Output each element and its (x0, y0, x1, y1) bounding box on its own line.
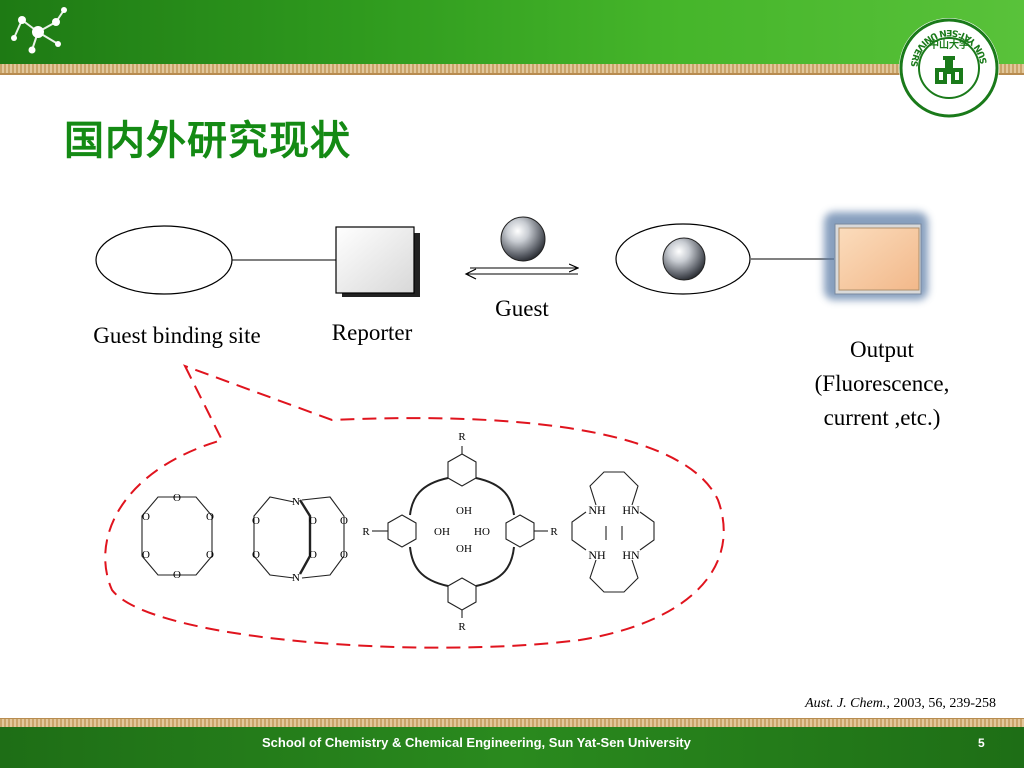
svg-text:O: O (173, 492, 181, 504)
calixarene-structure: R R R R OH OH OH HO (362, 431, 558, 633)
citation-details: 2003, 56, 239-258 (889, 696, 996, 711)
guest-sphere (500, 216, 546, 262)
svg-text:R: R (458, 431, 466, 443)
citation: Aust. J. Chem., 2003, 56, 239-258 (805, 696, 996, 712)
crown-ether-structure: O O O O O O (141, 492, 214, 581)
svg-text:O: O (252, 549, 260, 561)
label-guest: Guest (495, 296, 549, 321)
svg-text:O: O (206, 549, 214, 561)
header-stripe-line (0, 73, 1024, 75)
svg-text:N: N (292, 572, 300, 584)
svg-text:O: O (142, 549, 150, 561)
svg-text:HN: HN (622, 548, 640, 562)
seal-building-icon (935, 56, 963, 84)
label-output-line-1: Output (850, 337, 915, 362)
svg-text:OH: OH (434, 526, 450, 538)
header-band (0, 0, 1024, 64)
header-stripe (0, 64, 1024, 73)
reporter-box (335, 226, 420, 297)
label-output-line-2: (Fluorescence, (815, 371, 950, 396)
svg-text:O: O (173, 569, 181, 581)
footer-band (0, 727, 1024, 768)
reverse-arrow (464, 268, 578, 280)
label-binding-site: Guest binding site (93, 323, 260, 348)
svg-text:R: R (550, 526, 558, 538)
svg-text:O: O (309, 549, 317, 561)
molecule-icon (11, 7, 67, 54)
citation-journal: Aust. J. Chem., (805, 696, 890, 711)
footer-institution: School of Chemistry & Chemical Engineeri… (262, 735, 691, 750)
svg-text:O: O (206, 511, 214, 523)
seal-inner-ring (918, 37, 980, 99)
svg-text:O: O (252, 515, 260, 527)
seal-text-chinese: 中山大学 (929, 38, 969, 51)
svg-text:OH: OH (456, 543, 472, 555)
svg-text:R: R (458, 621, 466, 633)
svg-text:O: O (309, 515, 317, 527)
svg-text:R: R (362, 526, 370, 538)
cryptand-structure: N N O O O O O O (252, 496, 348, 584)
svg-text:HO: HO (474, 526, 490, 538)
svg-text:O: O (142, 511, 150, 523)
svg-text:N: N (292, 496, 300, 508)
output-box (824, 212, 928, 300)
page-number: 5 (978, 736, 985, 750)
bound-guest-sphere (662, 237, 706, 281)
svg-text:NH: NH (588, 503, 606, 517)
footer-stripe (0, 718, 1024, 727)
label-reporter: Reporter (332, 320, 413, 345)
label-output-line-3: current ,etc.) (824, 405, 941, 430)
svg-text:O: O (340, 549, 348, 561)
svg-text:NH: NH (588, 548, 606, 562)
svg-text:HN: HN (622, 503, 640, 517)
page-title: 国内外研究现状 (64, 118, 351, 164)
svg-text:O: O (340, 515, 348, 527)
binding-site-ellipse (95, 225, 233, 295)
callout-bubble (104, 364, 725, 649)
svg-text:OH: OH (456, 505, 472, 517)
cyclam-structure: NH HN NH HN (571, 471, 655, 593)
